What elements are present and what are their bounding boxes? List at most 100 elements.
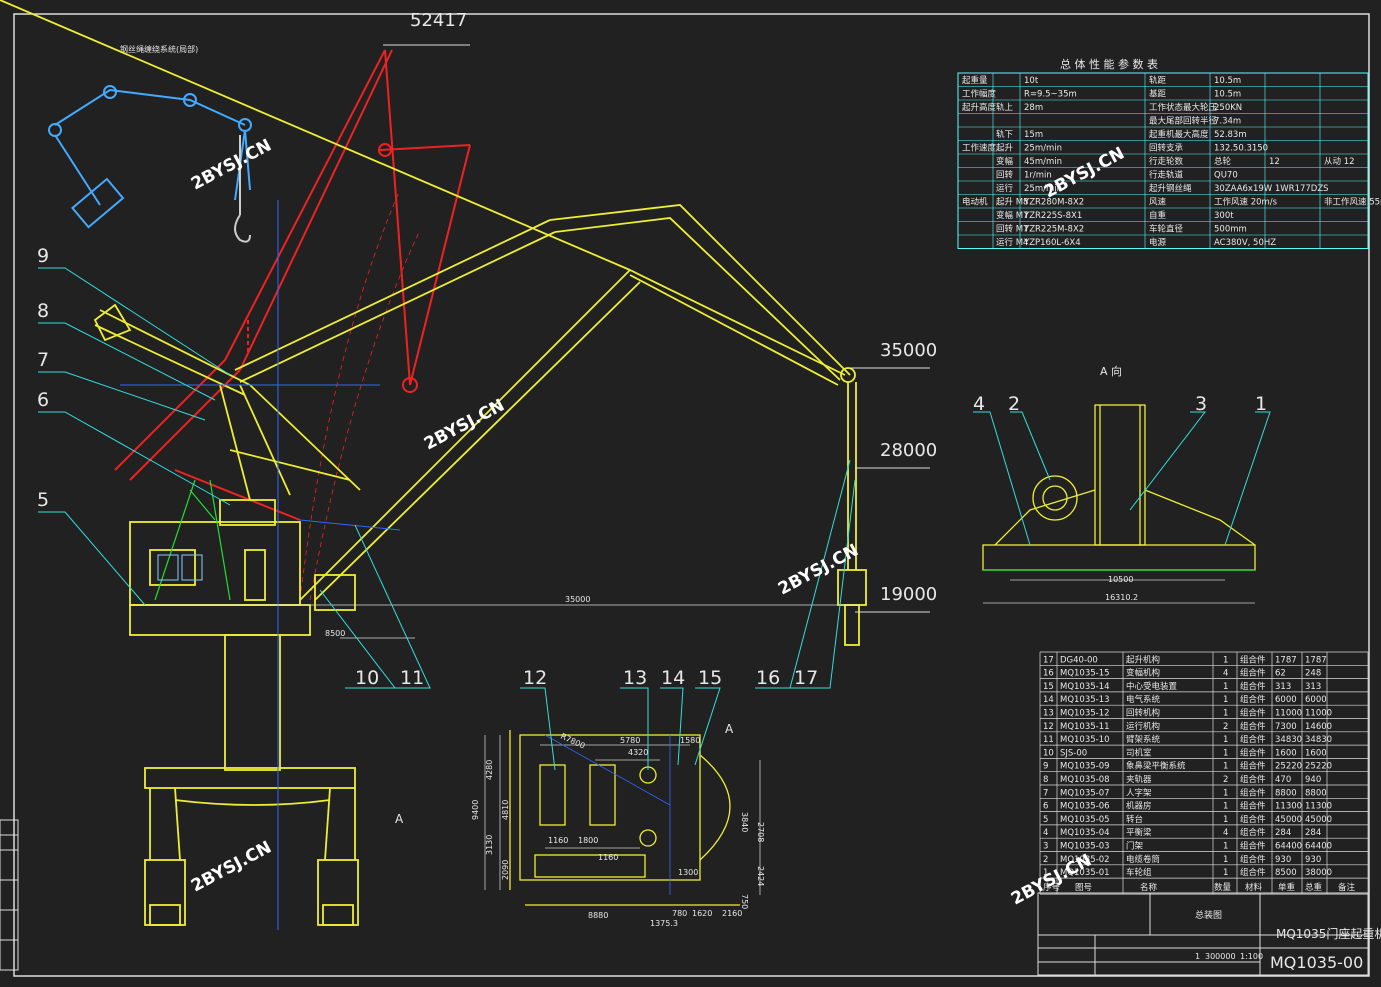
parts-cell: 6000 (1275, 695, 1297, 705)
watermark-5: 2BYSJ.CN (188, 837, 275, 896)
spec-cell: 基距 (1149, 89, 1167, 100)
parts-cell: MQ1035-01 (1060, 868, 1110, 878)
parts-cell: 248 (1305, 669, 1321, 679)
spec-cell: 250KN (1214, 103, 1242, 113)
dim-9400: 9400 (471, 800, 480, 820)
parts-cell: MQ1035-13 (1060, 695, 1110, 705)
parts-cell: 10 (1043, 748, 1054, 758)
spec-cell: 工作风速 20m/s (1214, 197, 1278, 208)
parts-cell: 7300 (1275, 722, 1297, 732)
reeving-note: 钢丝绳缠绕系统(局部) (120, 44, 198, 54)
parts-cell: 8 (1043, 775, 1048, 785)
parts-cell: 组合件 (1240, 774, 1266, 785)
spec-cell: 30ZAA6x19W 1WR177DZS (1214, 184, 1329, 194)
plan-view (509, 730, 740, 906)
parts-cell: 1 (1223, 802, 1228, 812)
parts-cell: 1 (1223, 855, 1228, 865)
dim-750: 750 (740, 894, 749, 909)
spec-cell: 从动 12 (1324, 156, 1355, 167)
callout-13: 13 (623, 667, 647, 689)
parts-cell: 组合件 (1240, 694, 1266, 705)
dim-1800: 1800 (578, 836, 598, 845)
parts-cell: 25220 (1275, 762, 1302, 772)
parts-cell: 470 (1275, 775, 1291, 785)
parts-header-cell: 备注 (1338, 882, 1356, 893)
parts-cell: 1 (1223, 695, 1228, 705)
parts-cell: 1 (1223, 815, 1228, 825)
parts-cell: 1 (1223, 748, 1228, 758)
spec-cell: 行走轮数 (1149, 156, 1184, 167)
parts-cell: 34830 (1305, 735, 1332, 745)
parts-cell: 人字架 (1126, 787, 1152, 798)
dim-4810: 4810 (501, 800, 510, 820)
parts-cell: 13 (1043, 709, 1054, 719)
parts-cell: 变幅机构 (1126, 668, 1160, 679)
jib-red-position (114, 49, 471, 521)
dim-1160b: 1160 (598, 853, 618, 862)
spec-cell: 回转 M7 (996, 224, 1028, 235)
spec-cell: 52.83m (1214, 130, 1247, 140)
parts-header-cell: 材料 (1245, 882, 1263, 893)
parts-cell: 2 (1223, 775, 1228, 785)
parts-cell: 组合件 (1240, 708, 1266, 719)
dim-1580: 1580 (680, 736, 700, 745)
spec-cell: AC380V, 50HZ (1214, 238, 1276, 248)
parts-cell: 组合件 (1240, 801, 1266, 812)
parts-cell: 2 (1043, 855, 1048, 865)
parts-cell: 14 (1043, 695, 1054, 705)
parts-cell: 1600 (1305, 748, 1327, 758)
parts-cell: 5 (1043, 815, 1048, 825)
parts-cell: 1 (1223, 842, 1228, 852)
plan-view-detail (484, 734, 761, 895)
parts-cell: 25220 (1305, 762, 1332, 772)
parts-cell: MQ1035-12 (1060, 709, 1110, 719)
parts-cell: 4 (1043, 828, 1048, 838)
spec-cell: 起升高度 (962, 102, 997, 113)
dim-8880: 8880 (588, 911, 608, 920)
parts-cell: 平衡梁 (1126, 827, 1152, 838)
callout-11: 11 (400, 667, 424, 689)
parts-cell: 象鼻梁平衡系统 (1126, 761, 1186, 772)
dim-2160: 2160 (722, 909, 742, 918)
title-scale: 1:100 (1240, 952, 1263, 961)
dim-16310: 16310.2 (1105, 593, 1138, 602)
parts-cell: 6 (1043, 802, 1048, 812)
parts-cell: 组合件 (1240, 867, 1266, 878)
dim-5780: 5780 (620, 736, 640, 745)
parts-cell: MQ1035-03 (1060, 842, 1110, 852)
spec-cell: 轨上 (996, 102, 1014, 113)
spec-cell: 起重量 (962, 75, 988, 86)
parts-cell: MQ1035-14 (1060, 682, 1110, 692)
spec-cell: 45m/min (1024, 157, 1062, 167)
parts-cell: 1 (1223, 682, 1228, 692)
spec-cell: 25m/min (1024, 184, 1062, 194)
left-margin-strip (0, 819, 19, 971)
spec-cell: 变幅 M7 (996, 210, 1028, 221)
view-a-title: A 向 (1100, 364, 1122, 378)
spec-cell: 起重机最大高度 (1149, 129, 1209, 140)
callout-8: 8 (37, 300, 49, 322)
structure-blue-axes (120, 200, 401, 930)
spec-cell: QU70 (1214, 171, 1238, 181)
parts-cell: 1 (1223, 868, 1228, 878)
parts-cell: 14600 (1305, 722, 1332, 732)
dim-4320: 4320 (628, 748, 648, 757)
parts-cell: 15 (1043, 682, 1054, 692)
parts-cell: SJS-00 (1060, 748, 1087, 758)
structure-green-lines (154, 479, 231, 601)
drawing-frame (13, 13, 1370, 977)
spec-cell: 132.50.3150 (1214, 144, 1268, 154)
parts-cell: 组合件 (1240, 654, 1266, 665)
parts-cell: 回转机构 (1126, 708, 1160, 719)
parts-cell: 转台 (1126, 814, 1143, 825)
parts-cell: 16 (1043, 669, 1054, 679)
callout-9: 9 (37, 245, 49, 267)
dim-780: 780 (672, 909, 687, 918)
parts-cell: 11300 (1275, 802, 1302, 812)
parts-cell: DG40-00 (1060, 655, 1098, 665)
spec-cell: 运行 M4 (996, 237, 1028, 248)
spec-cell: YZP160L-6X4 (1023, 238, 1081, 248)
